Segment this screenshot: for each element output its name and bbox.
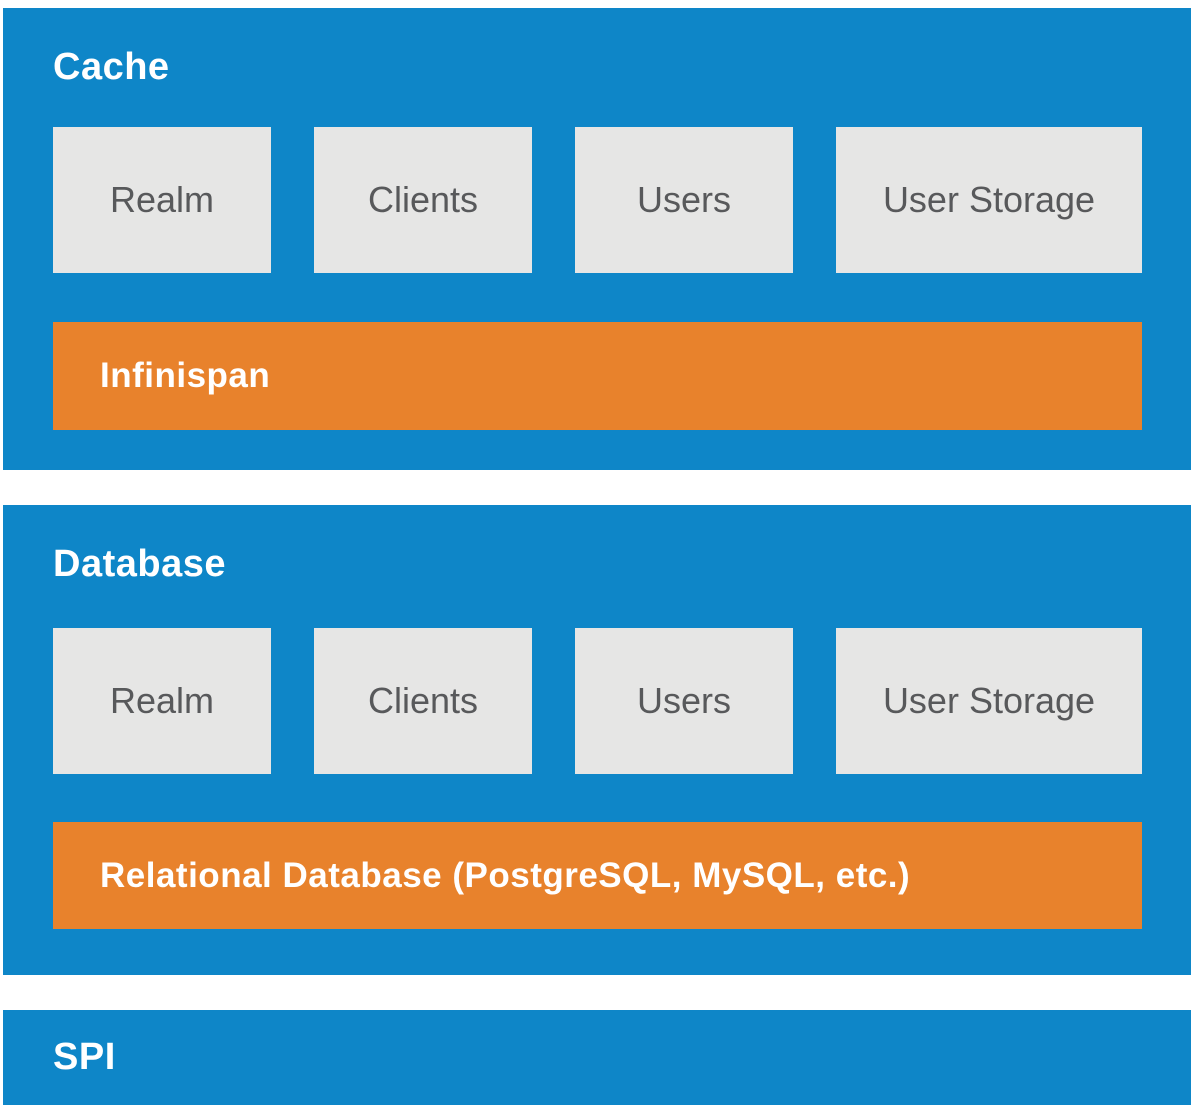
box-database-clients: Clients [314, 628, 532, 774]
infinispan-bar: Infinispan [53, 322, 1142, 430]
spi-title: SPI [53, 1036, 116, 1078]
box-cache-realm: Realm [53, 127, 271, 273]
box-database-users: Users [575, 628, 793, 774]
box-database-realm: Realm [53, 628, 271, 774]
cache-title: Cache [53, 46, 170, 88]
box-cache-users: Users [575, 127, 793, 273]
box-cache-user-storage: User Storage [836, 127, 1142, 273]
box-database-user-storage: User Storage [836, 628, 1142, 774]
database-title: Database [53, 543, 226, 585]
relational-database-bar: Relational Database (PostgreSQL, MySQL, … [53, 822, 1142, 929]
section-database: Database Realm Clients Users User Storag… [3, 505, 1191, 975]
section-spi: SPI [3, 1010, 1191, 1105]
section-cache: Cache Realm Clients Users User Storage I… [3, 8, 1191, 470]
box-cache-clients: Clients [314, 127, 532, 273]
database-boxes-row: Realm Clients Users User Storage [53, 628, 1142, 774]
cache-boxes-row: Realm Clients Users User Storage [53, 127, 1142, 273]
